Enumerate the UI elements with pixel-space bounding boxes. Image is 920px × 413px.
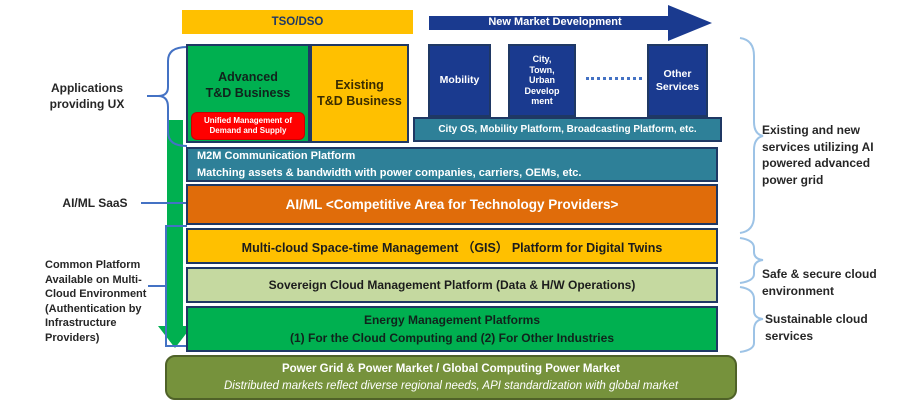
- other-services-box: Other Services: [647, 44, 708, 117]
- applications-label: Applications providing UX: [49, 81, 125, 112]
- new-market-arrow: [429, 5, 712, 41]
- aiml-layer: AI/ML <Competitive Area for Technology P…: [186, 184, 718, 225]
- existing-new-brace: [739, 37, 764, 234]
- mobility-box: Mobility: [428, 44, 491, 117]
- unified-management-box: Unified Management of Demand and Supply: [191, 112, 305, 140]
- tso-dso-banner: TSO/DSO: [182, 10, 413, 34]
- common-platform-label: Common Platform Available on Multi- Clou…: [45, 259, 147, 344]
- existing-td-box: Existing T&D Business: [310, 44, 409, 143]
- city-os-bar: City OS, Mobility Platform, Broadcasting…: [413, 117, 722, 142]
- power-market-title: Power Grid & Power Market / Global Compu…: [281, 362, 621, 375]
- aiml-saas-label: AI/ML SaaS: [62, 196, 128, 210]
- apps-brace: [147, 46, 188, 147]
- sovereign-cloud-layer: Sovereign Cloud Management Platform (Dat…: [186, 267, 718, 303]
- safe-secure-label: Safe & secure cloud environment: [762, 267, 877, 298]
- gis-layer: Multi-cloud Space-time Management （GIS） …: [186, 228, 718, 264]
- common-platform-bracket: [148, 225, 187, 347]
- sustainable-label: Sustainable cloud services: [765, 312, 868, 343]
- energy-management-layer: Energy Management Platforms (1) For the …: [186, 306, 718, 352]
- safe-secure-brace: [739, 237, 764, 284]
- m2m-layer: M2M Communication Platform Matching asse…: [186, 147, 718, 182]
- power-market-subtitle: Distributed markets reflect diverse regi…: [223, 379, 679, 392]
- green-down-arrow: [158, 120, 192, 348]
- tso-dso-label: TSO/DSO: [271, 16, 324, 28]
- power-market-box: Power Grid & Power Market / Global Compu…: [165, 355, 737, 400]
- city-town-box: City, Town, Urban Develop ment: [508, 44, 576, 117]
- sustainable-brace: [739, 286, 764, 353]
- new-market-arrow-label: New Market Development: [488, 16, 622, 28]
- dotted-separator: [586, 77, 642, 80]
- existing-new-services-label: Existing and new services utilizing AI p…: [762, 123, 874, 187]
